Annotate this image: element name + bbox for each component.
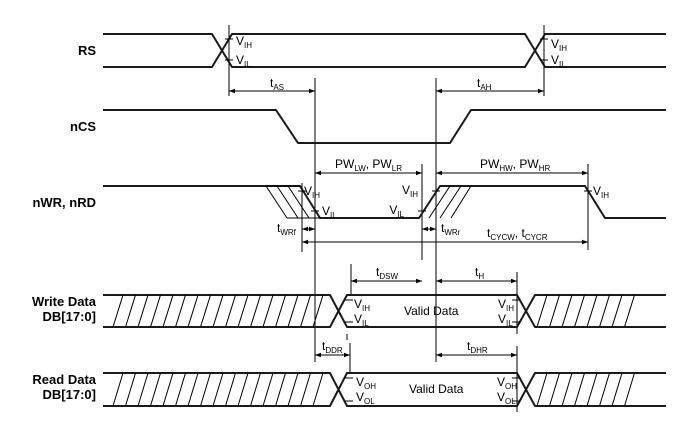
dont-care-hatch bbox=[125, 294, 136, 328]
dont-care-hatch bbox=[250, 294, 261, 328]
nwr-vih-label-next: VIH bbox=[593, 184, 609, 200]
dont-care-hatch bbox=[275, 294, 286, 328]
signal-label-nwr-nrd: nWR, nRD bbox=[32, 195, 96, 210]
dont-care-hatch bbox=[287, 372, 299, 407]
t-ddr-label: tDDR bbox=[322, 339, 343, 355]
signal-label-write-data: Write Data bbox=[32, 294, 97, 309]
wdata-vil-label-right: VIL bbox=[498, 312, 513, 328]
dont-care-hatch bbox=[300, 372, 311, 407]
dont-care-hatch bbox=[187, 372, 199, 407]
dont-care-hatch bbox=[175, 294, 186, 328]
dont-care-hatch bbox=[586, 372, 598, 407]
rs-waveform bbox=[103, 33, 666, 68]
dont-care-hatch bbox=[611, 294, 623, 328]
dont-care-hatch bbox=[312, 294, 324, 328]
pw-high-label: PWHW, PWHR bbox=[480, 157, 550, 173]
ncs-waveform bbox=[103, 109, 666, 144]
t-wrf-label: tWRf bbox=[277, 221, 297, 237]
dont-care-hatch bbox=[175, 372, 186, 407]
rdata-valid-label: Valid Data bbox=[409, 382, 464, 396]
t-as-label: tAS bbox=[270, 76, 284, 92]
dont-care-hatch bbox=[125, 372, 136, 407]
dont-care-hatch bbox=[200, 372, 211, 407]
dont-care-hatch bbox=[137, 294, 149, 328]
nwr-vih-label-fall: VIH bbox=[304, 184, 320, 200]
nwr-vil-label-fall: VIL bbox=[322, 204, 337, 220]
signal-label-read-data-bus: DB[17:0] bbox=[43, 387, 96, 402]
dont-care-hatch bbox=[112, 294, 124, 328]
rdata-voh-label-right: VOH bbox=[497, 375, 517, 391]
wdata-vih-label-left: VIH bbox=[354, 297, 370, 313]
t-dhr-label: tDHR bbox=[467, 339, 488, 355]
dont-care-hatch bbox=[225, 372, 236, 407]
write-data-waveform bbox=[103, 294, 666, 328]
dont-care-hatch bbox=[599, 372, 610, 407]
rdata-vol-label-right: VOL bbox=[497, 390, 516, 406]
t-dsw-label: tDSW bbox=[376, 265, 398, 281]
rs-vih-label-right: VIH bbox=[551, 37, 567, 53]
dont-care-hatch bbox=[561, 372, 573, 407]
dont-care-hatch bbox=[237, 372, 249, 407]
nwr-vil-label-rise: VIL bbox=[389, 203, 404, 219]
dont-care-hatch bbox=[150, 372, 161, 407]
t-cyc-label: tCYCW, tCYCR bbox=[487, 226, 548, 242]
dont-care-hatch bbox=[137, 372, 149, 407]
rdata-vol-label-left: VOL bbox=[356, 390, 375, 406]
dont-care-hatch bbox=[212, 294, 224, 328]
dont-care-hatch bbox=[150, 294, 161, 328]
dont-care-hatch bbox=[275, 372, 286, 407]
dont-care-hatch bbox=[250, 372, 261, 407]
signal-label-write-data-bus: DB[17:0] bbox=[43, 309, 96, 324]
dont-care-hatch bbox=[300, 294, 311, 328]
dont-care-hatch bbox=[200, 294, 211, 328]
dont-care-hatch bbox=[262, 372, 274, 407]
nwr-vih-label-rise: VIH bbox=[402, 183, 418, 199]
t-ah-label: tAH bbox=[477, 76, 492, 92]
dont-care-hatch bbox=[536, 294, 548, 328]
rs-vil-label-left: VIL bbox=[236, 53, 251, 69]
dont-care-hatch bbox=[262, 294, 274, 328]
pw-low-label: PWLW, PWLR bbox=[335, 157, 402, 173]
dont-care-hatch bbox=[624, 294, 635, 328]
rdata-voh-label-left: VOH bbox=[356, 375, 376, 391]
dont-care-hatch bbox=[561, 294, 573, 328]
dont-care-hatch bbox=[287, 294, 299, 328]
dont-care-hatch bbox=[624, 372, 635, 407]
signal-label-read-data: Read Data bbox=[32, 372, 96, 387]
dont-care-hatch bbox=[225, 294, 236, 328]
dont-care-hatch bbox=[574, 294, 585, 328]
wdata-vil-label-left: VIL bbox=[354, 312, 369, 328]
dont-care-hatch bbox=[536, 372, 548, 407]
rs-vih-label-left: VIH bbox=[236, 34, 252, 50]
dont-care-hatch bbox=[574, 372, 585, 407]
dont-care-hatch bbox=[237, 294, 249, 328]
t-h-label: tH bbox=[475, 265, 484, 281]
rs-vil-label-right: VIL bbox=[551, 53, 566, 69]
t-wrr-label: tWRr bbox=[441, 221, 461, 237]
wdata-valid-label: Valid Data bbox=[404, 304, 459, 318]
dont-care-hatch bbox=[586, 294, 598, 328]
dont-care-hatch bbox=[112, 372, 124, 407]
dont-care-hatch bbox=[212, 372, 224, 407]
wdata-vih-label-right: VIH bbox=[498, 297, 514, 313]
nwr-waveform bbox=[103, 185, 666, 219]
signal-label-rs: RS bbox=[78, 43, 96, 58]
read-data-waveform bbox=[103, 372, 666, 407]
dont-care-hatch bbox=[611, 372, 623, 407]
dont-care-hatch bbox=[162, 372, 174, 407]
dont-care-hatch bbox=[187, 294, 199, 328]
dont-care-hatch bbox=[599, 294, 610, 328]
dont-care-hatch bbox=[549, 372, 560, 407]
dont-care-hatch bbox=[312, 372, 324, 407]
dont-care-hatch bbox=[549, 294, 560, 328]
signal-label-ncs: nCS bbox=[70, 119, 96, 134]
dont-care-hatch bbox=[162, 294, 174, 328]
